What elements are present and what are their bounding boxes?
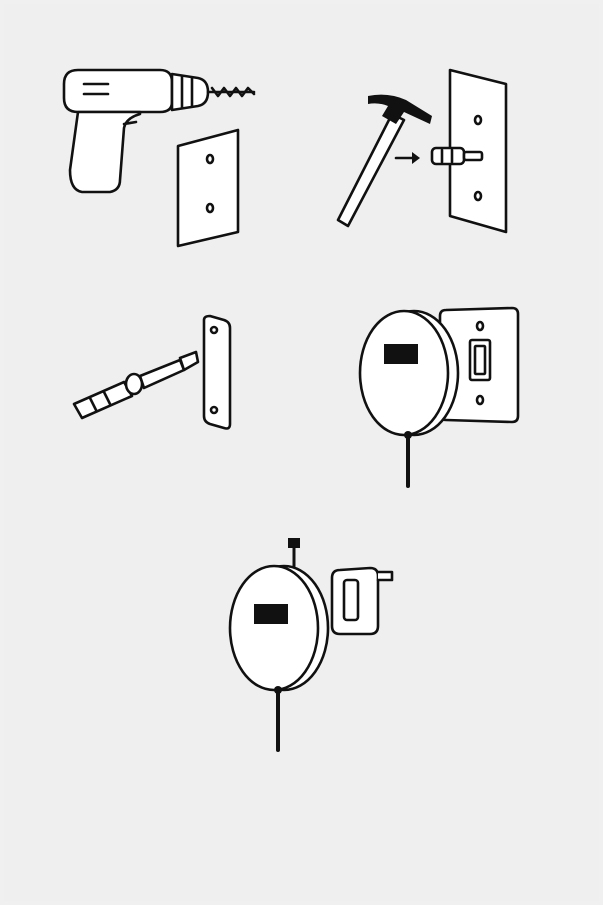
step-2-panel bbox=[338, 70, 506, 232]
plug-icon bbox=[332, 568, 392, 634]
arrow-icon bbox=[396, 152, 420, 164]
mounting-bracket-icon bbox=[204, 316, 230, 429]
hammer-icon bbox=[338, 95, 432, 226]
step-4-panel bbox=[360, 308, 518, 486]
screwdriver-icon bbox=[74, 352, 198, 418]
round-device-icon bbox=[230, 566, 328, 750]
step-3-panel bbox=[74, 316, 230, 429]
round-device-icon bbox=[360, 311, 458, 486]
step-1-panel bbox=[64, 70, 254, 246]
wall-plate-icon bbox=[178, 130, 238, 246]
step-5-panel bbox=[230, 538, 392, 750]
